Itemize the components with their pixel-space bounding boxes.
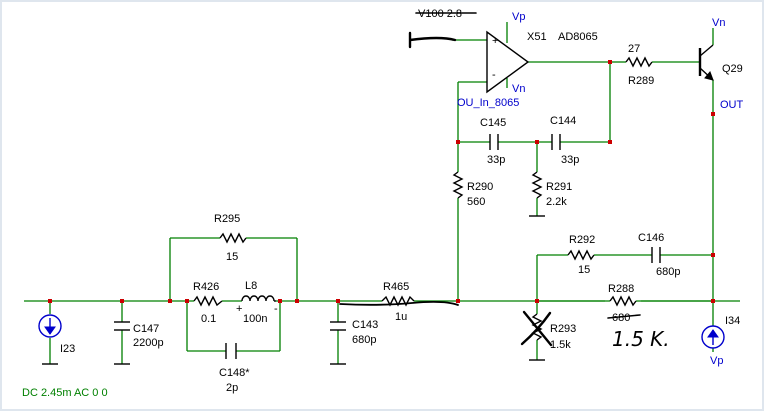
r465-value: 1u	[395, 311, 407, 323]
r293-value: 1.5k	[550, 339, 571, 351]
c144-ref: C144	[550, 115, 576, 127]
l8-minus: -	[274, 303, 278, 315]
r293-ref: R293	[550, 323, 576, 335]
l8-ref: L8	[245, 280, 257, 292]
r289-ref: R289	[628, 75, 654, 87]
opamp-model: AD8065	[558, 31, 598, 43]
r290-value: 560	[467, 196, 485, 208]
current-source-i23: I23 DC 2.45m AC 0 0	[22, 314, 108, 399]
inductor-l8: L8 100n + -	[236, 280, 278, 325]
c148-value: 2p	[226, 382, 238, 394]
c146-value: 680p	[656, 266, 680, 278]
handwritten-annotation: 1.5 K.	[612, 327, 670, 351]
wires	[24, 22, 740, 364]
c145-value: 33p	[487, 154, 505, 166]
r465-ref: R465	[383, 281, 409, 293]
r291-ref: R291	[546, 181, 572, 193]
resistor-r292: R292 15	[567, 234, 595, 276]
i23-spec: DC 2.45m AC 0 0	[22, 387, 108, 399]
l8-plus: +	[236, 303, 242, 315]
resistor-r291: R291 2.2k	[529, 171, 572, 217]
c147-ref: C147	[133, 323, 159, 335]
c145-ref: C145	[480, 117, 506, 129]
capacitor-c145: C145 33p	[480, 117, 506, 166]
resistor-r288: R288 680	[607, 283, 641, 324]
opamp-supply-pos: Vp	[512, 11, 525, 23]
resistor-r290: R290 560	[452, 171, 493, 208]
c148-ref: C148*	[219, 367, 250, 379]
opamp-supply-neg: Vn	[512, 83, 525, 95]
r426-ref: R426	[193, 281, 219, 293]
capacitor-c146: C146 680p	[638, 232, 680, 278]
c144-value: 33p	[561, 154, 579, 166]
opamp-name: OU_In_8065	[457, 97, 519, 109]
out-net-label: OUT	[720, 99, 744, 111]
capacitor-c147: C147 2200p	[114, 321, 164, 365]
r295-ref: R295	[214, 213, 240, 225]
r288-value: 680	[612, 312, 630, 324]
c143-value: 680p	[352, 334, 376, 346]
c143-ref: C143	[352, 319, 378, 331]
r291-value: 2.2k	[546, 196, 567, 208]
transistor-ref: Q29	[722, 63, 743, 75]
r295-value: 15	[226, 251, 238, 263]
opamp-struck-text: V100 2.8	[418, 8, 462, 20]
resistor-r289: 27 R289	[625, 43, 654, 87]
capacitor-c144: C144 33p	[550, 115, 579, 166]
i23-ref: I23	[60, 343, 75, 355]
c146-ref: C146	[638, 232, 664, 244]
resistor-r426: R426 0.1	[193, 281, 223, 325]
l8-value: 100n	[243, 313, 267, 325]
opamp-ref: X51	[527, 31, 547, 43]
i34-ref: I34	[725, 315, 740, 327]
capacitor-c148: C148* 2p	[219, 343, 250, 394]
resistor-r293: R293 1.5k	[520, 310, 576, 361]
r292-ref: R292	[569, 234, 595, 246]
r426-value: 0.1	[201, 313, 216, 325]
c147-value: 2200p	[133, 337, 164, 349]
i34-supply: Vp	[710, 355, 723, 367]
r289-value: 27	[628, 43, 640, 55]
resistor-r465: R465 1u	[339, 281, 459, 323]
r290-ref: R290	[467, 181, 493, 193]
junction-nodes	[48, 60, 715, 303]
opamp-minus-label: -	[492, 69, 496, 81]
transistor-q29: Q29 Vn OUT	[698, 17, 744, 111]
r288-ref: R288	[608, 283, 634, 295]
resistor-r295: R295 15	[214, 213, 247, 263]
transistor-supply: Vn	[712, 17, 725, 29]
r292-value: 15	[578, 264, 590, 276]
current-source-i34: I34 Vp	[701, 315, 740, 367]
capacitor-c143: C143 680p	[330, 319, 378, 365]
opamp-plus-label: +	[492, 35, 498, 47]
opamp-x51: + - X51 AD8065 OU_In_8065 Vp Vn V100 2.8	[408, 8, 598, 109]
